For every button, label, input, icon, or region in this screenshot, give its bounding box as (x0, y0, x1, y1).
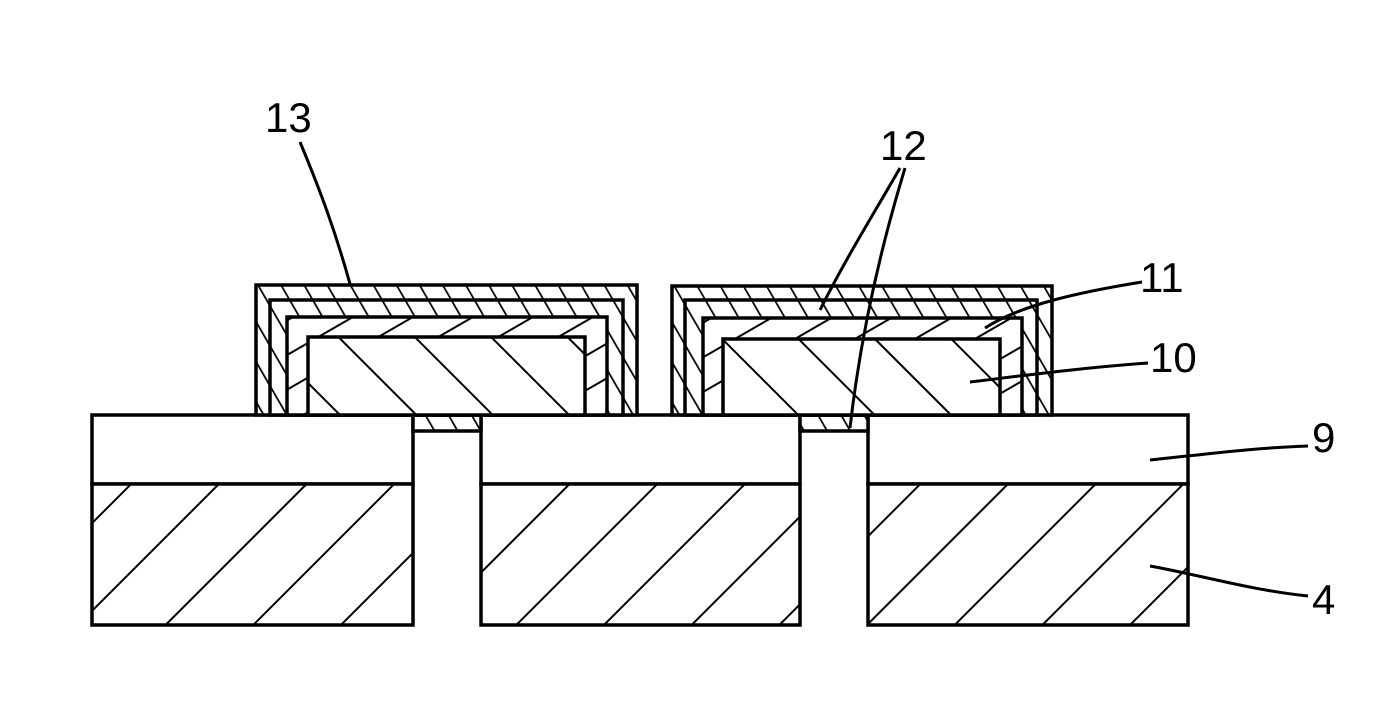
stack-right (670, 284, 1054, 417)
label-13: 13 (265, 94, 312, 141)
stack-left (254, 283, 639, 417)
gap-fill-left (411, 413, 483, 433)
block-right (866, 413, 1190, 627)
substrate-blocks (90, 413, 1190, 627)
label-12: 12 (880, 122, 927, 169)
leader-lines (298, 141, 1309, 598)
label-9: 9 (1312, 414, 1335, 461)
label-4: 4 (1312, 576, 1335, 623)
label-10: 10 (1150, 334, 1197, 381)
gap-fill-right (798, 413, 870, 433)
label-11: 11 (1140, 254, 1184, 301)
block-middle (479, 413, 802, 627)
block-left (90, 413, 415, 627)
